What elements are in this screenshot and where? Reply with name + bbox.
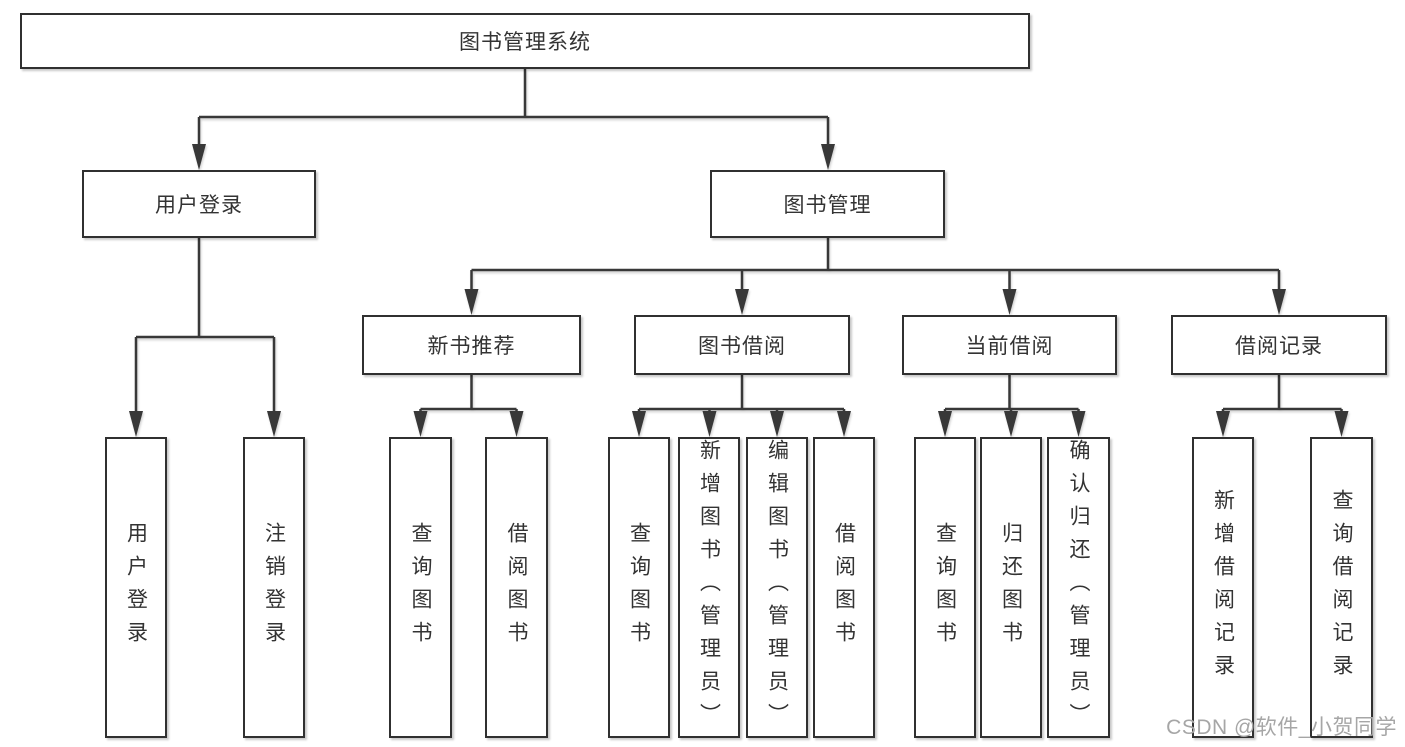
node-leaf-borrow-books: 借阅图书 <box>813 437 875 738</box>
node-new-book-recommend: 新书推荐 <box>362 315 581 375</box>
node-leaf-return-books: 归还图书 <box>980 437 1042 738</box>
node-leaf-query-books-current: 查询图书 <box>914 437 976 738</box>
node-label: 注销登录 <box>262 521 286 654</box>
node-library-management-system: 图书管理系统 <box>20 13 1030 69</box>
node-leaf-query-books-recommend: 查询图书 <box>389 437 452 738</box>
node-label: 确认归还（管理员） <box>1067 439 1090 736</box>
node-book-borrowing: 图书借阅 <box>634 315 850 375</box>
node-leaf-user-login: 用户登录 <box>105 437 167 738</box>
node-current-borrowing: 当前借阅 <box>902 315 1117 375</box>
node-label: 新增借阅记录 <box>1211 488 1235 687</box>
csdn-watermark: CSDN @软件_小贺同学 <box>1166 716 1397 739</box>
node-label: 用户登录 <box>124 521 148 654</box>
node-borrow-records: 借阅记录 <box>1171 315 1387 375</box>
node-leaf-logout: 注销登录 <box>243 437 305 738</box>
node-leaf-edit-books-admin: 编辑图书（管理员） <box>746 437 808 738</box>
node-label: 借阅记录 <box>1235 335 1323 358</box>
node-label: 新增图书（管理员） <box>697 439 721 736</box>
node-label: 图书管理系统 <box>459 31 591 54</box>
node-label: 归还图书 <box>999 521 1023 654</box>
node-leaf-query-books-borrowing: 查询图书 <box>608 437 670 738</box>
node-label: 借阅图书 <box>505 521 528 654</box>
node-leaf-add-borrow-record: 新增借阅记录 <box>1192 437 1254 738</box>
node-label: 查询借阅记录 <box>1330 488 1353 687</box>
node-label: 当前借阅 <box>965 335 1054 358</box>
node-leaf-add-books-admin: 新增图书（管理员） <box>678 437 740 738</box>
node-user-login-module: 用户登录 <box>82 170 316 238</box>
node-leaf-confirm-return-admin: 确认归还（管理员） <box>1047 437 1110 738</box>
node-label: 用户登录 <box>155 194 243 217</box>
node-label: 查询图书 <box>409 521 432 654</box>
node-label: 图书借阅 <box>698 335 786 358</box>
node-label: 查询图书 <box>627 521 651 654</box>
node-label: 新书推荐 <box>427 335 516 358</box>
node-label: 查询图书 <box>933 521 957 654</box>
node-label: 编辑图书（管理员） <box>765 439 789 736</box>
node-leaf-borrow-books-recommend: 借阅图书 <box>485 437 548 738</box>
node-book-management: 图书管理 <box>710 170 945 238</box>
node-leaf-query-borrow-record: 查询借阅记录 <box>1310 437 1373 738</box>
node-label: 图书管理 <box>783 194 872 217</box>
arrowheads <box>129 144 1349 437</box>
node-label: 借阅图书 <box>832 521 856 654</box>
